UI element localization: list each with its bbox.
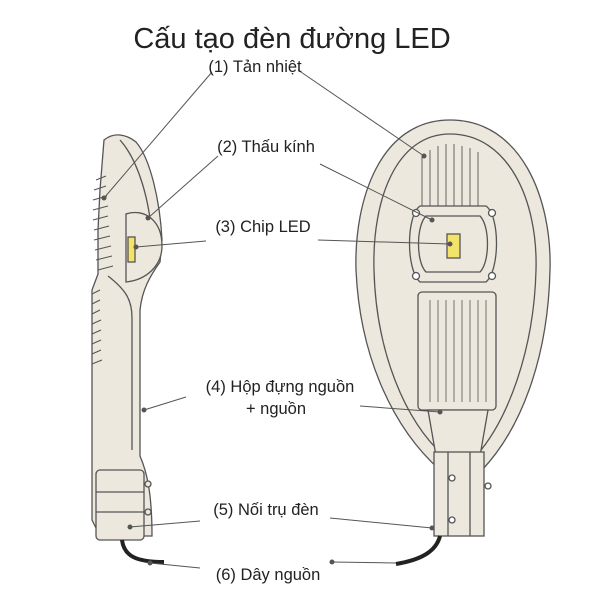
front-view-lamp	[355, 119, 551, 537]
side-view-lamp	[91, 134, 163, 541]
front-heatsink-ribs	[421, 144, 479, 212]
leader-lines	[101, 69, 453, 569]
label-heatsink: (1) Tản nhiệt	[208, 58, 302, 76]
diagram-title: Cấu tạo đèn đường LED	[133, 23, 450, 55]
label-power-cable: (6) Dây nguồn	[216, 566, 321, 584]
label-chip: (3) Chip LED	[215, 218, 310, 236]
side-heatsink-fins	[91, 175, 114, 365]
label-lens: (2) Thấu kính	[217, 138, 315, 156]
label-driver-box-line2: + nguồn	[246, 400, 306, 418]
front-pole-joint	[433, 451, 485, 537]
side-chip	[127, 236, 136, 263]
label-driver-box: (4) Hộp đựng nguồn	[206, 378, 355, 396]
label-pole-joint: (5) Nối trụ đèn	[213, 501, 318, 519]
side-pole-joint	[95, 469, 145, 541]
side-lens	[125, 211, 163, 283]
front-chip	[446, 233, 461, 259]
front-power-cable	[395, 535, 442, 566]
side-power-cable	[120, 539, 165, 564]
